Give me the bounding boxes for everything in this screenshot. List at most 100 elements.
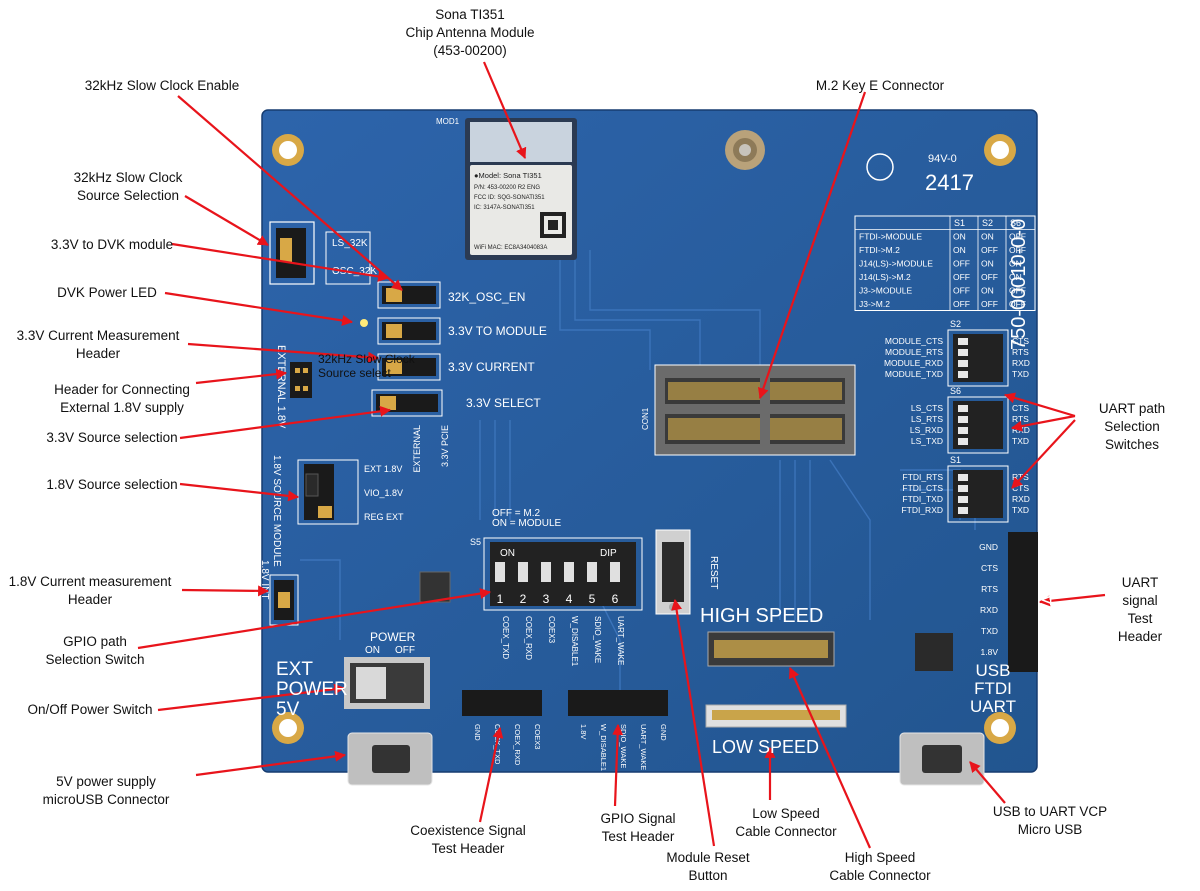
dip-lever[interactable] (958, 474, 968, 481)
table-cell: OFF (981, 272, 998, 282)
jumper-cap[interactable] (386, 360, 402, 374)
gpio-dip-lever[interactable] (518, 562, 528, 582)
module-line-2: P/N: 453-00200 R2 ENG (474, 185, 540, 191)
callout-dvk-led: DVK Power LED (57, 284, 157, 302)
gpio-dip-lever[interactable] (495, 562, 505, 582)
dip-left-label: FTDI_RXD (901, 505, 943, 515)
callout-arrows (137, 61, 1106, 849)
table-cell: J14(LS)->M.2 (859, 272, 911, 282)
callout-uart-test: UART signal Test Header (1110, 574, 1170, 646)
dip-left-label: MODULE_TXD (885, 369, 943, 379)
gpio-dip-lever[interactable] (610, 562, 620, 582)
gpio-pin-label: UART_WAKE (616, 616, 625, 665)
callout-source-33-text: 3.3V Source selection (46, 430, 178, 445)
hs-connector-label: HIGH SPEED (700, 605, 824, 627)
j2-header-body (462, 690, 542, 716)
dip-ref: S1 (950, 455, 961, 465)
callout-arrow (177, 95, 403, 291)
jumper-cap[interactable] (380, 396, 396, 410)
callout-uart-test-text: UART signal Test Header (1117, 575, 1163, 644)
gpio-dip-lever[interactable] (587, 562, 597, 582)
callout-source-33: 3.3V Source selection (46, 429, 177, 447)
ftdi-chip (915, 633, 953, 671)
dip-right-label: RTS (1012, 414, 1029, 424)
callout-arrow (179, 405, 392, 440)
dip-left-label: LS_RTS (911, 414, 943, 424)
dip-lever[interactable] (958, 507, 968, 514)
dip-right-label: TXD (1012, 505, 1029, 515)
dip-lever[interactable] (958, 360, 968, 367)
table-cell: J14(LS)->MODULE (859, 259, 933, 269)
table-cell: ON (981, 286, 994, 296)
dip-left-label: MODULE_RXD (884, 358, 943, 368)
callout-arrow (137, 588, 492, 650)
dip-lever[interactable] (958, 427, 968, 434)
gpio-pin-label: SDIO_WAKE (593, 616, 602, 663)
callout-current-header-text: 3.3V Current Measurement Header (16, 328, 180, 361)
dip-lever[interactable] (958, 438, 968, 445)
callout-arrow (195, 368, 288, 385)
module-line-4: IC: 3147A-SONATI351 (474, 205, 535, 211)
j1-header-body (568, 690, 668, 716)
callout-arrow (478, 726, 504, 823)
callout-current-18: 1.8V Current measurement Header (9, 573, 172, 609)
ls-connector-label: LOW SPEED (712, 737, 820, 757)
gpio-dip-lever[interactable] (564, 562, 574, 582)
table-cell: OFF (953, 272, 970, 282)
gpio-dip-number: 1 (497, 592, 504, 606)
callout-usb-5v-text: 5V power supply microUSB Connector (42, 774, 170, 807)
callout-power-switch-text: On/Off Power Switch (27, 702, 153, 717)
dip-lever[interactable] (958, 338, 968, 345)
dip-ref: S6 (950, 386, 961, 396)
jumper-cap[interactable] (386, 288, 402, 302)
dip-lever[interactable] (958, 349, 968, 356)
header-label-current: 3.3V CURRENT (448, 360, 535, 374)
dip-lever[interactable] (958, 371, 968, 378)
dip-lever[interactable] (958, 416, 968, 423)
callout-slow-clock-source: 32kHz Slow Clock Source Selection (74, 169, 183, 205)
callout-slow-clock-enable: 32kHz Slow Clock Enable (85, 77, 240, 95)
table-cell: ON (1009, 259, 1022, 269)
callout-gpio-switch-text: GPIO path Selection Switch (45, 634, 145, 667)
jumper-outline (377, 317, 441, 345)
callout-arrow (195, 750, 347, 777)
table-border (854, 215, 1036, 311)
callout-arrow (1011, 419, 1076, 489)
dip-lever[interactable] (958, 405, 968, 412)
table-cell: OFF (1009, 245, 1026, 255)
dip-right-label: RTS (1012, 347, 1029, 357)
gpio-dip-lever[interactable] (541, 562, 551, 582)
mounting-holes (272, 130, 1016, 744)
callout-arrow (1010, 414, 1076, 432)
m2-connector (654, 364, 856, 456)
jumper-cap[interactable] (386, 324, 402, 338)
callout-ext-header-text: Header for Connecting External 1.8V supp… (54, 382, 190, 415)
table-cell: ON (953, 232, 966, 242)
dip-left-label: FTDI_TXD (902, 494, 943, 504)
vio-label-ext: EXT 1.8V (364, 464, 402, 474)
power-switch-body (344, 657, 430, 709)
dip-on-label: ON (500, 548, 515, 559)
dip-s5-ref: S5 (470, 537, 481, 547)
table-cell: J3->MODULE (859, 286, 912, 296)
usb-ftdi-label: USB FTDI UART (970, 662, 1016, 716)
header-label-module: 3.3V TO MODULE (448, 324, 547, 338)
table-cell: J3->M.2 (859, 299, 890, 309)
slow-clock-overlay: 32kHz Slow Clock Source select (318, 352, 415, 380)
dip-lever[interactable] (958, 485, 968, 492)
callout-current-18-text: 1.8V Current measurement Header (8, 574, 172, 607)
dip-lever[interactable] (958, 496, 968, 503)
callout-source-18-text: 1.8V Source selection (46, 477, 178, 492)
jumper-outline (377, 353, 441, 381)
reset-label: RESET (708, 556, 719, 590)
dip-right-label: CTS (1012, 403, 1029, 413)
callout-slow-clock-source-text: 32kHz Slow Clock Source Selection (73, 170, 183, 203)
callout-coex-text: Coexistence Signal Test Header (410, 823, 526, 856)
callout-arrow (1003, 392, 1076, 418)
table-cell: ON (1009, 272, 1022, 282)
j2-pin-label: COEX3 (533, 724, 542, 749)
gpio-dip-number: 3 (543, 592, 550, 606)
